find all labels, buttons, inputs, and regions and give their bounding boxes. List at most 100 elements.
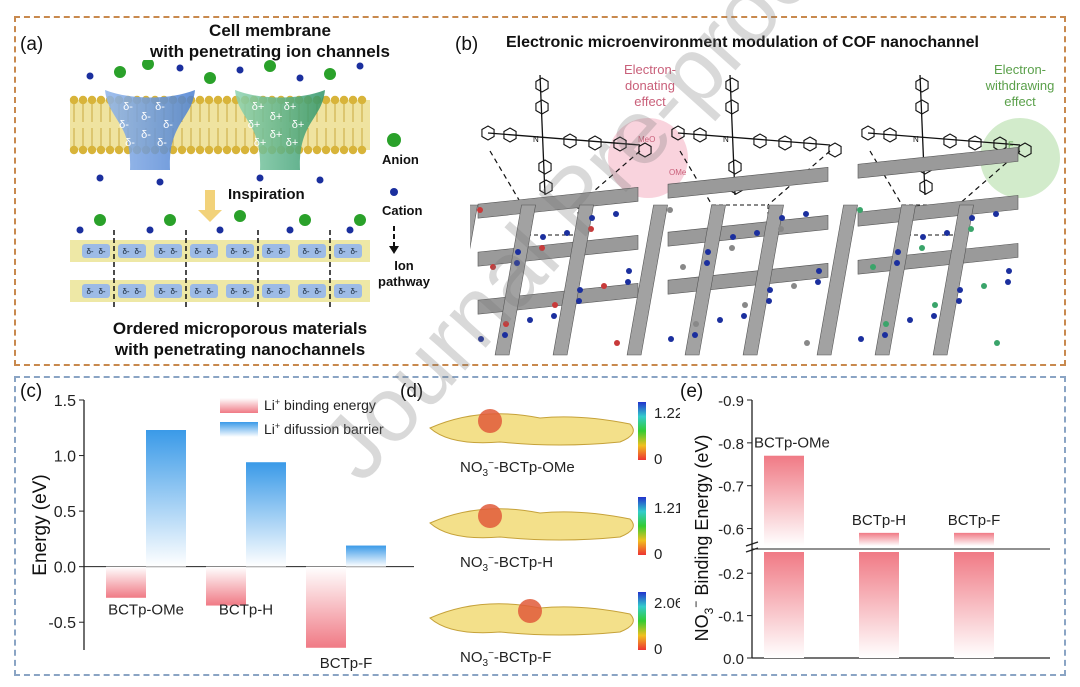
panel-b-title: Electronic microenvironment modulation o…: [506, 34, 979, 51]
nanochannel-block: [82, 244, 110, 258]
anion-dot: [94, 214, 106, 226]
neg-charge-symbol: δ-: [206, 247, 213, 256]
nanochannel-block: [118, 244, 146, 258]
c-legend-swatch: [220, 422, 258, 437]
cation-dot: [236, 66, 244, 74]
donating-line3: effect: [634, 94, 666, 109]
nanochannel-block: [262, 284, 290, 298]
nanochannel-block: [82, 284, 110, 298]
neg-charge-symbol: δ-: [134, 287, 141, 296]
neg-charge-symbol: δ-: [194, 247, 201, 256]
neg-charge-symbol: δ-: [86, 287, 93, 296]
panel-b-label: (b): [455, 34, 479, 55]
cof-framework-1: [470, 187, 639, 356]
c-y-tick-label: 1.5: [54, 393, 76, 410]
neg-charge-symbol: δ-: [338, 247, 345, 256]
nanochannel-block: [154, 244, 182, 258]
c-bar-binding: [106, 566, 146, 598]
c-y-axis-label: Energy (eV): [30, 474, 51, 575]
e-bar-upper: [764, 455, 804, 546]
svg-text:N: N: [913, 135, 919, 144]
nanochannel-block: [226, 284, 254, 298]
e-y-tick-label: -0.8: [718, 436, 744, 453]
neg-charge-symbol: δ-: [123, 101, 133, 113]
c-bar-binding: [206, 566, 246, 606]
c-category-label: BCTp-H: [219, 602, 273, 619]
negative-channel: [105, 90, 195, 170]
neg-charge-symbol: δ-: [266, 287, 273, 296]
panel-c-label: (c): [20, 381, 43, 402]
nanochannel-block: [118, 284, 146, 298]
esp-surface: [429, 413, 634, 446]
nitrate-site: [478, 504, 502, 528]
e-y-tick-label: -0.6: [718, 522, 744, 539]
f-label: F: [1008, 140, 1014, 150]
panel-d-label: (d): [400, 381, 424, 402]
esp-map-label: NO3−-BCTp-H: [460, 553, 553, 574]
e-bar-upper: [859, 532, 899, 546]
esp-map-label: NO3−-BCTp-F: [460, 648, 551, 669]
c-bar-barrier: [246, 462, 286, 567]
cation-dot: [146, 226, 154, 234]
pos-charge-symbol: δ+: [248, 119, 261, 131]
neg-charge-symbol: δ-: [163, 119, 173, 131]
ome-label: OMe: [669, 168, 687, 177]
esp-colorbar: [638, 497, 646, 555]
esp-max-label: 1.21: [654, 500, 680, 517]
withdrawing-highlight: [980, 118, 1060, 198]
neg-charge-symbol: δ-: [302, 287, 309, 296]
neg-charge-symbol: δ-: [278, 287, 285, 296]
e-bar-lower: [764, 552, 804, 658]
c-y-tick-label: 0.0: [54, 560, 76, 577]
panel-e-label: (e): [680, 381, 704, 402]
neg-charge-symbol: δ-: [158, 287, 165, 296]
c-y-tick-label: 1.0: [54, 449, 76, 466]
neg-charge-symbol: δ-: [302, 247, 309, 256]
nanochannel-block: [190, 244, 218, 258]
neg-charge-symbol: δ-: [278, 247, 285, 256]
panel-a-bottom-line1: Ordered microporous materials: [112, 319, 368, 338]
legend-ion-line1: Ion: [394, 258, 414, 273]
anion-dot: [324, 68, 336, 80]
e-bar-upper: [954, 532, 994, 546]
neg-charge-symbol: δ-: [206, 287, 213, 296]
e-bar-lower: [859, 552, 899, 658]
nanochannel-block: [334, 244, 362, 258]
withdrawing-effect-label: Electron- withdrawing effect: [980, 62, 1060, 110]
pos-charge-symbol: δ+: [292, 119, 305, 131]
panel-a-title-line1: Cell membrane: [209, 21, 331, 40]
neg-charge-symbol: δ-: [155, 101, 165, 113]
cof-framework-2: [626, 167, 829, 356]
withdrawing-line2: withdrawing: [985, 78, 1055, 93]
anion-dot: [264, 60, 276, 72]
nitrate-site: [518, 599, 542, 623]
anion-dot: [204, 72, 216, 84]
anion-icon: [387, 133, 401, 147]
e-y-tick-label: -0.9: [718, 393, 744, 410]
donating-line2: donating: [625, 78, 675, 93]
neg-charge-symbol: δ-: [350, 247, 357, 256]
c-bar-binding: [306, 566, 346, 648]
anion-dot: [234, 210, 246, 222]
neg-charge-symbol: δ-: [314, 247, 321, 256]
legend-ion-pathway: Ion pathway: [378, 258, 430, 290]
panel-a-label: (a): [20, 34, 44, 55]
nanochannel-block: [226, 244, 254, 258]
neg-charge-symbol: δ-: [314, 287, 321, 296]
anion-dot: [354, 214, 366, 226]
panel-bottom-frame: [14, 376, 1066, 676]
c-legend-label: Li+ difussion barrier: [264, 421, 384, 437]
c-category-label: BCTp-OMe: [108, 602, 184, 619]
e-bar-lower: [954, 552, 994, 658]
donating-effect-label: Electron- donating effect: [620, 62, 680, 110]
nanochannel-block: [298, 244, 326, 258]
esp-surface: [429, 508, 634, 541]
donating-highlight: [608, 118, 688, 198]
positive-channel: [235, 90, 325, 170]
neg-charge-symbol: δ-: [158, 247, 165, 256]
inspiration-arrow: [198, 190, 222, 222]
neg-charge-symbol: δ-: [338, 287, 345, 296]
c-bar-barrier: [346, 545, 386, 567]
